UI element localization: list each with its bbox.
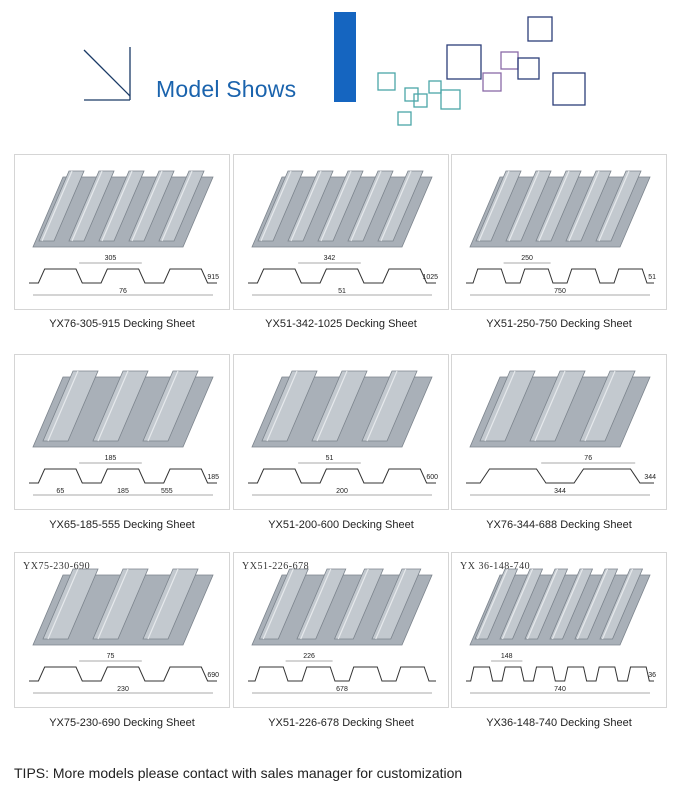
deck-sheet-image [469,568,651,646]
dimension-label: 600 [426,474,438,481]
product-caption: YX51-226-678 Decking Sheet [268,717,414,729]
product-caption: YX75-230-690 Decking Sheet [49,717,195,729]
dimension-label: 185 [105,455,117,462]
product-illustration: 342 51 1025 [248,170,438,296]
product-card-yx76-344-688: 76344344688 [451,354,667,510]
dimension-label: 76 [584,455,592,462]
deck-sheet-image [251,170,433,248]
dimension-label: 76 [119,288,127,295]
profile-drawing: 51 200 600 [248,455,438,496]
product-caption: YX36-148-740 Decking Sheet [486,717,632,729]
dimension-label: 226 [303,653,315,660]
deck-sheet-image [469,170,651,248]
product-card-yx51-250-750: 250 750 51 [451,154,667,310]
dimension-label: 305 [105,255,117,262]
product-illustration: 76344344688 [466,370,656,496]
dimension-label: 342 [324,255,336,262]
header-graphics [83,12,586,126]
profile-drawing: 148 740 36 [466,653,656,694]
product-caption: YX51-200-600 Decking Sheet [268,519,414,531]
dimension-label: 200 [336,488,348,495]
product-caption: YX51-250-750 Decking Sheet [486,318,632,330]
model-label: YX75-230-690 [23,561,91,572]
dimension-label: 344 [554,488,566,495]
deck-sheet-image [32,170,214,248]
dimension-label: 678 [336,686,348,693]
product-card-yx36-148-740: 148 740 36 YX 36-148-740 [451,552,667,708]
dimension-label: 750 [554,288,566,295]
product-card-yx75-230-690: 75 230 690 YX75-230-690 [14,552,230,708]
product-caption: YX76-344-688 Decking Sheet [486,519,632,531]
dimension-label: 915 [207,274,219,281]
page-title: Model Shows [156,76,297,102]
product-illustration: 51 200 600 [248,370,438,496]
dimension-label: 51 [326,455,334,462]
diagonal-arrow-icon [83,47,131,101]
squares-decoration [377,16,586,126]
product-card-yx51-226-678: 226 678 YX51-226-678 [233,552,449,708]
deck-sheet-image [469,370,651,448]
product-card-yx65-185-555: 185 185 185 555 65 [14,354,230,510]
dimension-label: 36 [648,672,656,679]
dimension-label: 690 [207,672,219,679]
product-card-yx51-342-1025: 342 51 1025 [233,154,449,310]
profile-drawing: 342 51 1025 [248,255,438,296]
deck-sheet-image [251,568,433,646]
deck-sheet-image [32,568,214,646]
product-caption: YX65-185-555 Decking Sheet [49,519,195,531]
product-caption: YX51-342-1025 Decking Sheet [265,318,417,330]
dimension-label: 555 [161,488,173,495]
dimension-label: 51 [338,288,346,295]
dimension-label: 75 [107,653,115,660]
product-illustration: 226 678 [248,568,436,694]
dimension-label: 185 [207,474,219,481]
dimension-label: 51 [648,274,656,281]
deck-sheet-image [32,370,214,448]
profile-drawing: 75 230 690 [29,653,219,694]
tips-text: TIPS: More models please contact with sa… [14,765,463,781]
deck-sheet-image [251,370,433,448]
dimension-label: 185 [117,488,129,495]
product-illustration: 305 76 915 [29,170,219,296]
page-header: Model Shows [0,0,680,140]
product-illustration: 148 740 36 [466,568,656,694]
dimension-label: 65 [56,488,64,495]
profile-drawing: 76344344688 [466,455,656,496]
product-caption: YX76-305-915 Decking Sheet [49,318,195,330]
dimension-label: 230 [117,686,129,693]
product-illustration: 75 230 690 [29,568,219,694]
model-label: YX51-226-678 [242,561,310,572]
model-label: YX 36-148-740 [460,561,531,572]
product-illustration: 250 750 51 [466,170,656,296]
blue-bar-decoration [334,12,356,102]
dimension-label: 250 [521,255,533,262]
profile-drawing: 250 750 51 [466,255,656,296]
profile-drawing: 305 76 915 [29,255,219,296]
dimension-label: 1025 [422,274,438,281]
dimension-label: 740 [554,686,566,693]
product-illustration: 185 185 185 555 65 [29,370,219,496]
dimension-label: 344 [644,474,656,481]
profile-drawing: 185 185 185 555 65 [29,455,219,496]
product-card-yx51-200-600: 51 200 600 [233,354,449,510]
dimension-label: 148 [501,653,513,660]
profile-drawing: 226 678 [248,653,436,694]
product-card-yx76-305-915: 305 76 915 [14,154,230,310]
